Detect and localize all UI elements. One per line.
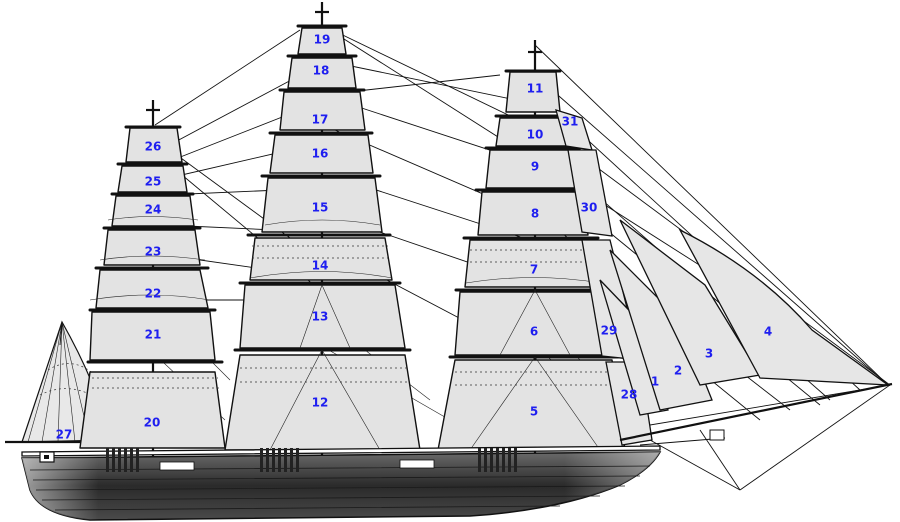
- sail-12-label: 12: [312, 396, 329, 410]
- sail-23-label: 23: [145, 245, 162, 259]
- sail-19-label: 19: [314, 33, 331, 47]
- sail-26-label: 26: [145, 140, 162, 154]
- sail-21-label: 21: [145, 328, 162, 342]
- sail-5-label: 5: [530, 405, 538, 419]
- sail-3-label: 3: [705, 347, 713, 361]
- sail-13-label: 13: [312, 310, 329, 324]
- sail-11-label: 11: [527, 82, 544, 96]
- sail-4-label: 4: [764, 325, 772, 339]
- sail-20-label: 20: [144, 416, 161, 430]
- sail-6-label: 6: [530, 325, 538, 339]
- mizzen-course: [79, 371, 226, 449]
- sail-10-label: 10: [527, 128, 544, 142]
- sail-9-label: 9: [531, 160, 539, 174]
- sail-14-label: 14: [312, 259, 329, 273]
- hull: [21, 445, 662, 521]
- sail-28-label: 28: [621, 388, 638, 402]
- sail-18-label: 18: [313, 64, 330, 78]
- sail-22-label: 22: [145, 287, 162, 301]
- sail-16-label: 16: [312, 147, 329, 161]
- sail-2-label: 2: [674, 364, 682, 378]
- headsails: [555, 109, 893, 446]
- sail-17-label: 17: [312, 113, 329, 127]
- fore-sails: [437, 69, 626, 451]
- sail-8-label: 8: [531, 207, 539, 221]
- sail-29-label: 29: [601, 324, 618, 338]
- sail-labels: 1234567891011121314151617181920212223242…: [56, 33, 773, 442]
- sail-7-label: 7: [530, 263, 538, 277]
- sail-1-label: 1: [651, 375, 659, 389]
- sail-27-label: 27: [56, 428, 73, 442]
- sail-25-label: 25: [145, 175, 162, 189]
- sail-24-label: 24: [145, 203, 162, 217]
- sail-15-label: 15: [312, 201, 329, 215]
- mizzen-sails: [79, 125, 226, 449]
- sail-31-label: 31: [562, 115, 579, 129]
- main-sails: [224, 24, 421, 451]
- sail-30-label: 30: [581, 201, 598, 215]
